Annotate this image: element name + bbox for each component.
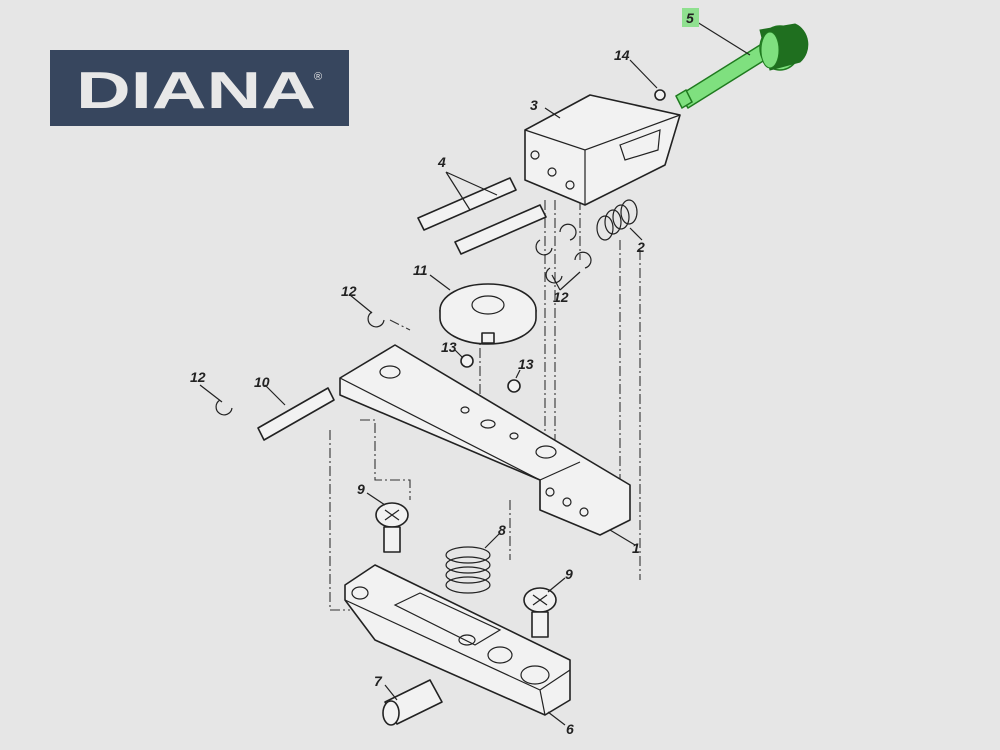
label-part-7: 7 bbox=[374, 673, 383, 689]
part-6-base bbox=[344, 564, 571, 716]
part-7-pin bbox=[382, 679, 443, 726]
part-11-dial bbox=[439, 283, 537, 345]
part-4-pins bbox=[417, 177, 547, 255]
part-9-screw bbox=[375, 502, 409, 553]
label-part-13-right: 13 bbox=[518, 356, 534, 372]
label-part-9-lower: 9 bbox=[565, 566, 573, 582]
label-part-5: 5 bbox=[686, 10, 694, 26]
part-1-rail bbox=[339, 344, 631, 536]
diana-logo-mark: DIANA ® bbox=[76, 62, 322, 120]
leader-lines bbox=[199, 59, 658, 726]
part-9-screw bbox=[523, 587, 557, 638]
part-13-ball bbox=[507, 379, 521, 393]
part-2-spring bbox=[596, 199, 638, 241]
label-part-8: 8 bbox=[498, 522, 506, 538]
label-part-9-upper: 9 bbox=[357, 481, 365, 497]
label-part-4: 4 bbox=[437, 154, 446, 170]
part-14-ball bbox=[654, 89, 666, 101]
label-part-11: 11 bbox=[413, 262, 428, 278]
assembly-guide-lines bbox=[329, 200, 641, 611]
part-5-adjuster-screw bbox=[675, 23, 809, 110]
leader-5 bbox=[696, 21, 751, 56]
label-part-6: 6 bbox=[566, 721, 574, 737]
part-10-pin bbox=[257, 387, 335, 441]
label-part-14: 14 bbox=[614, 47, 630, 63]
part-13-ball bbox=[460, 354, 474, 368]
diana-logo: DIANA ® bbox=[50, 50, 349, 126]
label-part-13-left: 13 bbox=[441, 339, 457, 355]
label-part-2: 2 bbox=[636, 239, 645, 255]
label-part-12-upper: 12 bbox=[553, 289, 569, 305]
part-12-e-clips bbox=[215, 223, 592, 416]
label-part-12-left: 12 bbox=[190, 369, 206, 385]
part-3-block bbox=[524, 94, 681, 206]
label-part-3: 3 bbox=[530, 97, 538, 113]
highlight-badge-5 bbox=[682, 8, 699, 27]
part-8-spring bbox=[445, 546, 491, 594]
label-part-10: 10 bbox=[254, 374, 270, 390]
label-part-1: 1 bbox=[632, 540, 640, 556]
svg-text:DIANA: DIANA bbox=[76, 62, 316, 120]
label-part-12-middle: 12 bbox=[341, 283, 357, 299]
svg-text:®: ® bbox=[314, 71, 322, 83]
